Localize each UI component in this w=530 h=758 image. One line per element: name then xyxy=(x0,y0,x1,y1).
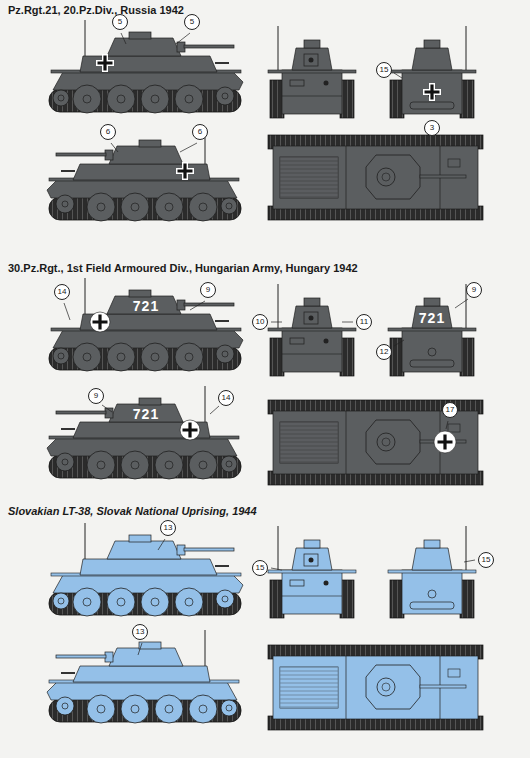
callout-number: 15 xyxy=(478,552,494,568)
callout-number: 3 xyxy=(424,120,440,136)
section-heading: Pz.Rgt.21, 20.Pz.Div., Russia 1942 xyxy=(8,4,184,16)
callout-number: 6 xyxy=(192,124,208,140)
callout-number: 5 xyxy=(184,14,200,30)
vehicle-number: 721 xyxy=(133,406,159,422)
callout-number: 15 xyxy=(376,62,392,78)
callout-number: 14 xyxy=(218,390,234,406)
callout-number: 14 xyxy=(54,284,70,300)
callout-number: 9 xyxy=(88,388,104,404)
callout-number: 11 xyxy=(356,314,372,330)
callout-number: 15 xyxy=(252,560,268,576)
callout-number: 9 xyxy=(200,282,216,298)
vehicle-number: 721 xyxy=(133,298,159,314)
section-heading: 30.Pz.Rgt., 1st Field Armoured Div., Hun… xyxy=(8,262,358,274)
callout-number: 6 xyxy=(100,124,116,140)
callout-number: 10 xyxy=(252,314,268,330)
callout-number: 12 xyxy=(376,344,392,360)
callout-number: 17 xyxy=(442,402,458,418)
vehicle-number: 721 xyxy=(419,310,445,326)
callout-number: 5 xyxy=(112,14,128,30)
section-heading: Slovakian LT-38, Slovak National Uprisin… xyxy=(8,505,257,517)
callout-number: 9 xyxy=(466,282,482,298)
leader-lines xyxy=(64,33,475,655)
callout-number: 13 xyxy=(160,520,176,536)
callout-number: 13 xyxy=(132,624,148,640)
